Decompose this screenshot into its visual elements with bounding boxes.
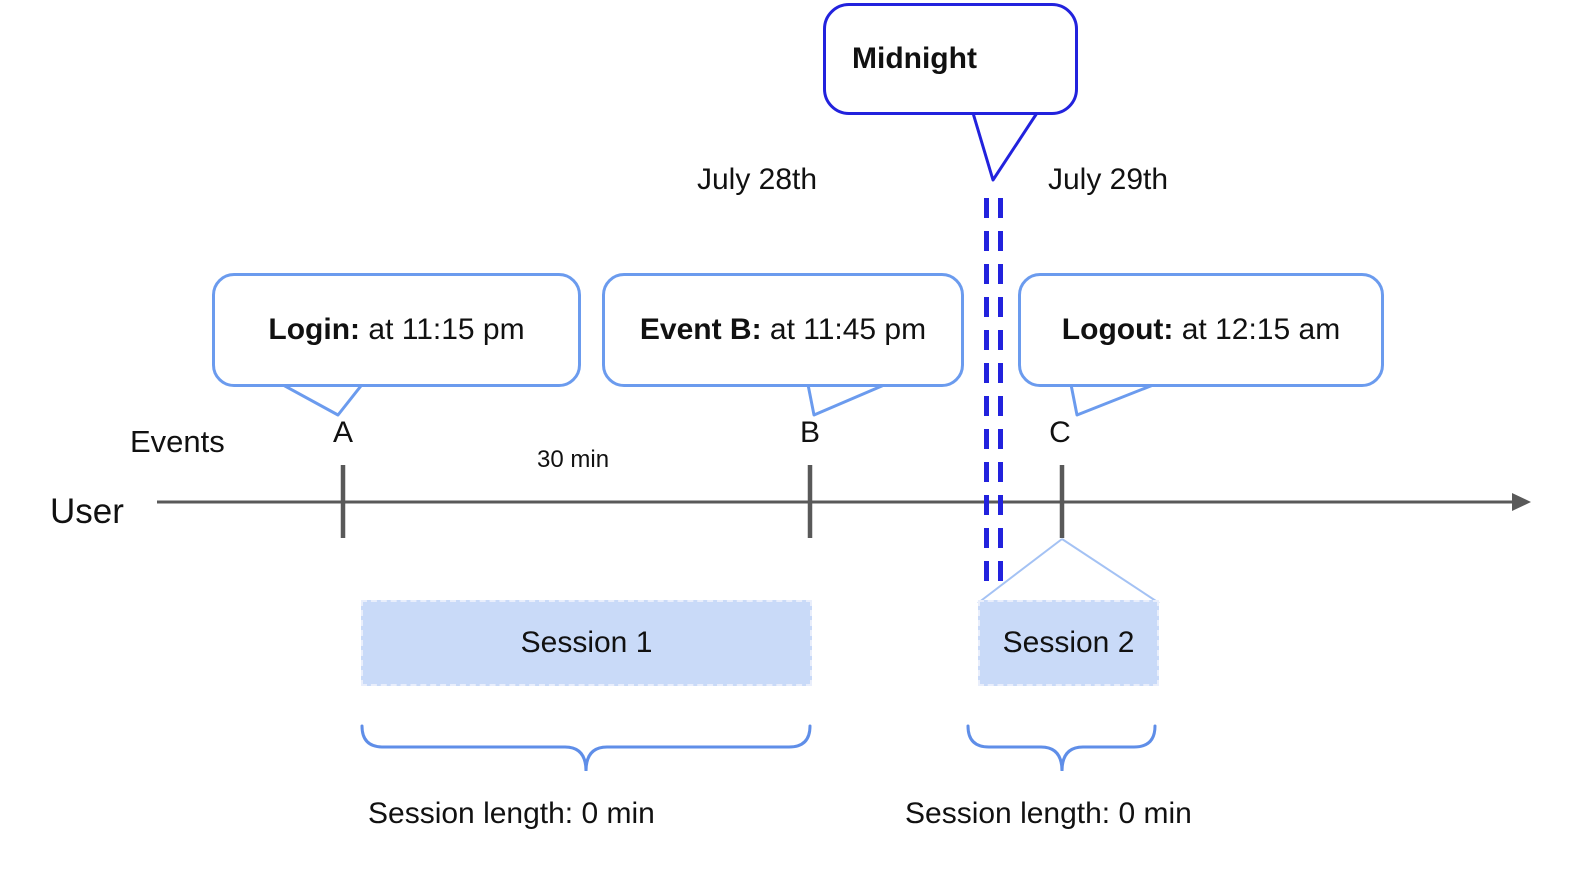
logout-callout-text: at 12:15 am (1173, 313, 1341, 346)
session1-box: Session 1 (361, 600, 812, 686)
login-callout-bold: Login: (268, 313, 361, 346)
login-callout: Login: at 11:15 pm (212, 273, 581, 387)
event-c-letter: C (1049, 416, 1071, 449)
login-callout-text: at 11:15 pm (360, 313, 525, 346)
logout-callout: Logout: at 12:15 am (1018, 273, 1384, 387)
event-b-callout-bold: Event B: (639, 313, 762, 346)
session2-connector-right (1061, 538, 1160, 604)
interval-label-30min: 30 min (537, 446, 610, 473)
user-axis-label: User (50, 492, 124, 531)
timeline-arrowhead-icon (1512, 493, 1531, 511)
session2-label: Session 2 (1002, 626, 1135, 659)
event-b-callout: Event B: at 11:45 pm (602, 273, 964, 387)
session2-box: Session 2 (978, 600, 1159, 686)
session2-connector-left (977, 538, 1063, 604)
event-b-letter: B (799, 416, 821, 449)
date-label-july-28: July 28th (697, 163, 818, 196)
event-b-callout-text: at 11:45 pm (761, 313, 927, 346)
midnight-callout: Midnight (823, 3, 1078, 115)
session1-label: Session 1 (520, 626, 653, 659)
session2-length-label: Session length: 0 min (905, 797, 1192, 830)
midnight-callout-label: Midnight (852, 42, 977, 75)
midnight-callout-tail (971, 112, 1039, 182)
session1-length-label: Session length: 0 min (368, 797, 655, 830)
logout-callout-bold: Logout: (1061, 313, 1174, 346)
session2-brace (966, 724, 1157, 772)
session1-brace (360, 724, 812, 772)
events-axis-label: Events (130, 424, 225, 459)
date-label-july-29: July 29th (1048, 163, 1169, 196)
event-a-letter: A (332, 416, 354, 449)
